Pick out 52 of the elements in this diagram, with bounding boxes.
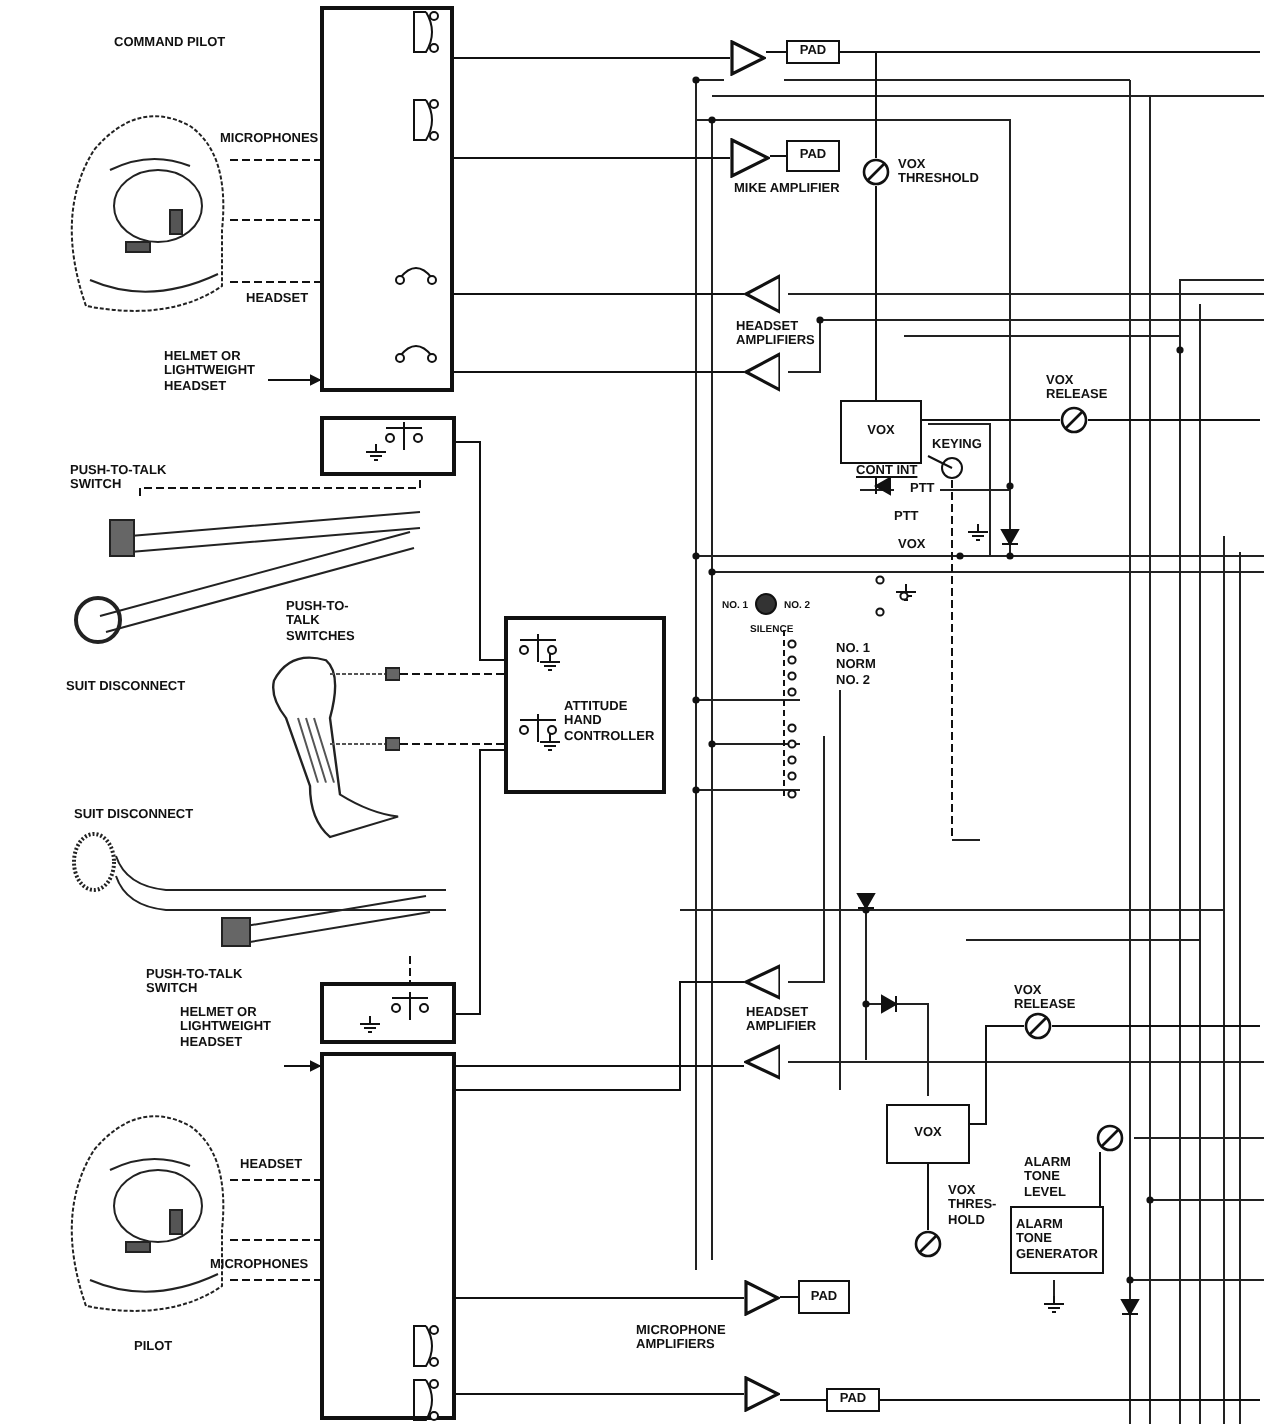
wire xyxy=(927,1163,929,1231)
wire xyxy=(455,749,505,1015)
amplifier-symbol xyxy=(744,1280,780,1316)
wire xyxy=(1051,1025,1261,1027)
mechanical-link-line xyxy=(399,743,505,745)
wire xyxy=(969,1025,1025,1125)
wire xyxy=(921,419,1061,421)
amplifier-symbol xyxy=(744,352,780,392)
wire xyxy=(879,1399,1261,1401)
potentiometer-symbol xyxy=(1096,1124,1124,1152)
wire xyxy=(839,51,877,159)
potentiometer-symbol xyxy=(914,1230,942,1258)
potentiometer-symbol xyxy=(1024,1012,1052,1040)
connector-box xyxy=(320,6,454,392)
wire xyxy=(455,1393,745,1395)
wire xyxy=(1087,419,1261,421)
amplifier-symbol xyxy=(730,138,770,178)
wire xyxy=(779,1296,799,1298)
wire xyxy=(453,371,745,373)
connector-box xyxy=(320,1052,456,1420)
wire xyxy=(779,1399,827,1401)
mechanical-link-line xyxy=(229,1239,321,1241)
amplifier-symbol xyxy=(744,274,780,314)
wire xyxy=(453,157,731,159)
mechanical-link-line xyxy=(229,281,321,283)
mechanical-link-line xyxy=(399,673,505,675)
amplifier-symbol xyxy=(744,1044,780,1080)
wire xyxy=(455,981,745,1091)
wire xyxy=(453,293,745,295)
wire xyxy=(875,185,877,401)
potentiometer-symbol xyxy=(1060,406,1088,434)
amplifier-symbol xyxy=(730,40,766,76)
amplifier-symbol xyxy=(744,1376,780,1412)
mechanical-link-line xyxy=(229,219,321,221)
mechanical-link-line xyxy=(229,1279,321,1281)
wire xyxy=(453,57,731,59)
wire xyxy=(765,51,787,53)
mechanical-link-line xyxy=(229,159,321,161)
connector-box xyxy=(320,416,456,476)
wire xyxy=(455,1297,745,1299)
potentiometer-symbol xyxy=(862,158,890,186)
mechanical-link-line xyxy=(229,1179,321,1181)
connector-box xyxy=(320,982,456,1044)
mechanical-link-line xyxy=(139,475,421,497)
leader-line xyxy=(283,1060,322,1072)
mechanical-link-line xyxy=(409,955,411,983)
leader-line xyxy=(267,374,322,386)
wire xyxy=(455,1065,745,1067)
wire xyxy=(455,441,505,661)
wire xyxy=(1099,1151,1101,1207)
amplifier-symbol xyxy=(744,964,780,1000)
wire xyxy=(769,155,787,157)
